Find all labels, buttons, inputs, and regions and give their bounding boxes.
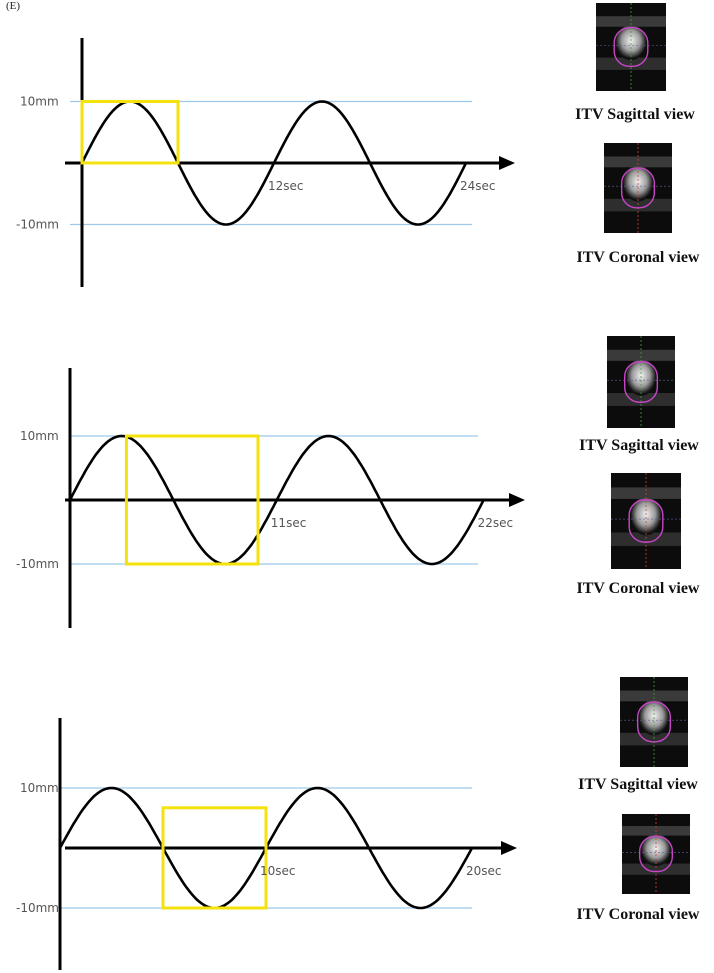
- caption-coronal-3: ITV Coronal view: [576, 906, 700, 923]
- ct-image-icon: [604, 143, 672, 233]
- y-tick-label-3-2: -10mm: [16, 901, 59, 915]
- sagittal-thumbnail-2: [607, 336, 675, 428]
- caption-coronal-1: ITV Coronal view: [576, 249, 700, 266]
- coronal-thumbnail-2: [611, 473, 681, 569]
- gating-window-3: [161, 806, 268, 910]
- x-tick-label-2-1: 11sec: [271, 516, 307, 530]
- ct-image-icon: [596, 3, 666, 91]
- x-axis-arrow-3: [501, 841, 517, 855]
- caption-sagittal-1: ITV Sagittal view: [575, 106, 695, 123]
- y-tick-label-1-1: 10mm: [20, 95, 59, 109]
- ct-image-icon: [622, 814, 690, 894]
- y-tick-label-2-1: 10mm: [20, 429, 59, 443]
- ct-image-icon: [607, 336, 675, 428]
- breathing-curve-3: [58, 786, 474, 910]
- x-tick-label-3-1: 10sec: [260, 864, 296, 878]
- breathing-curve-2: [68, 434, 485, 566]
- x-tick-label-1-2: 24sec: [460, 179, 496, 193]
- coronal-thumbnail-3: [622, 814, 690, 894]
- x-tick-label-2-2: 22sec: [478, 516, 514, 530]
- y-tick-label-2-2: -10mm: [16, 557, 59, 571]
- x-axis-arrow-1: [499, 156, 515, 170]
- coronal-thumbnail-1: [604, 143, 672, 233]
- y-tick-label-3-1: 10mm: [20, 781, 59, 795]
- caption-sagittal-2: ITV Sagittal view: [579, 437, 699, 454]
- x-tick-label-1-1: 12sec: [268, 179, 304, 193]
- caption-sagittal-3: ITV Sagittal view: [578, 776, 698, 793]
- gating-window-1: [80, 100, 180, 165]
- y-tick-label-1-2: -10mm: [16, 218, 59, 232]
- sagittal-thumbnail-3: [620, 677, 688, 767]
- panel-label: (E): [6, 0, 21, 12]
- breathing-curve-1: [80, 100, 468, 226]
- x-tick-label-3-2: 20sec: [466, 864, 502, 878]
- ct-image-icon: [620, 677, 688, 767]
- x-axis-arrow-2: [509, 493, 525, 507]
- gating-window-2: [124, 434, 260, 566]
- ct-image-icon: [611, 473, 681, 569]
- sagittal-thumbnail-1: [596, 3, 666, 91]
- caption-coronal-2: ITV Coronal view: [576, 580, 700, 597]
